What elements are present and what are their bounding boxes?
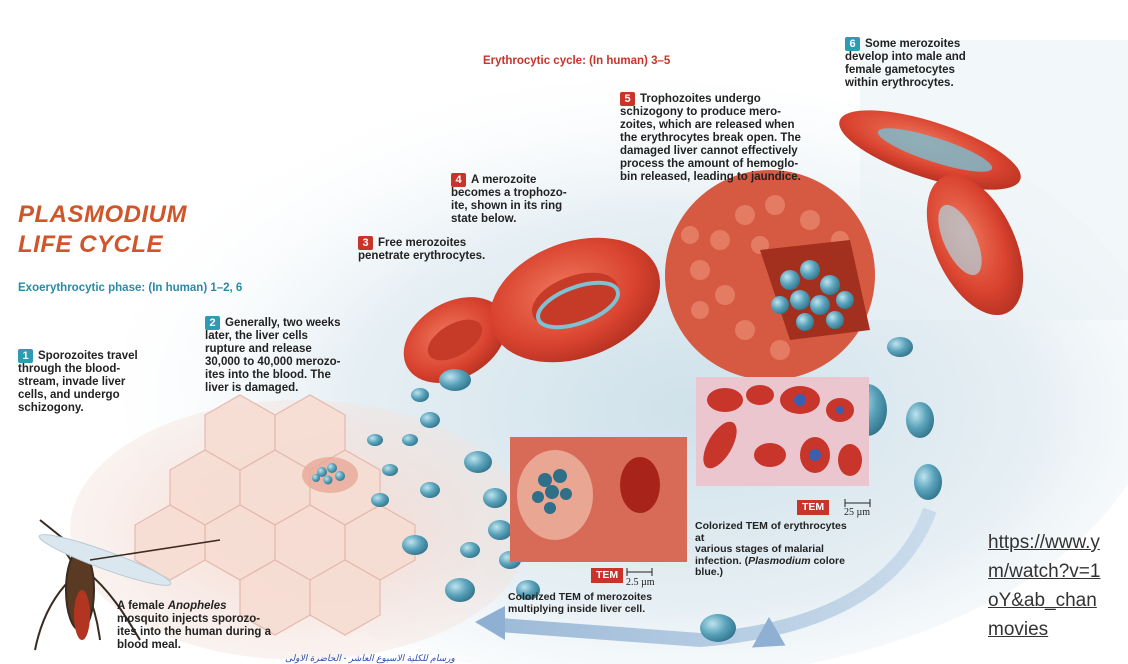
mosquito-illustration bbox=[34, 519, 221, 651]
liver-tem-label: TEM bbox=[591, 568, 628, 583]
scale-bars bbox=[626, 499, 871, 576]
liver-micrograph bbox=[510, 437, 687, 562]
step-1-badge: 1 bbox=[18, 349, 33, 363]
erythrocyte-cells bbox=[403, 110, 1024, 383]
video-link[interactable]: https://www.y m/watch?v=1 oY&ab_chan mov… bbox=[988, 532, 1101, 640]
step-4-badge: 4 bbox=[451, 173, 466, 187]
liver-micrograph-caption: Colorized TEM of merozoites multiplying … bbox=[508, 591, 653, 615]
erythrocyte-tem-label: TEM bbox=[797, 500, 834, 515]
erythrocytic-phase-label: Erythrocytic cycle: (In human) 3–5 bbox=[483, 55, 671, 67]
exoerythrocytic-phase-label: Exoerythrocytic phase: (In human) 1–2, 6 bbox=[18, 282, 243, 294]
liver-tissue bbox=[70, 394, 530, 660]
mosquito-caption: A female Anopheles mosquito injects spor… bbox=[117, 600, 271, 651]
erythrocyte-micrograph bbox=[696, 377, 869, 486]
bottom-note: ورسام للكلية الاسبوع العاشر - الحاضرة ال… bbox=[285, 653, 455, 663]
step-3-badge: 3 bbox=[358, 236, 373, 250]
liver-scale-label: 2.5 µm bbox=[626, 577, 655, 588]
erythrocyte-micrograph-caption: Colorized TEM of erythrocytes at various… bbox=[695, 520, 847, 578]
step-5-badge: 5 bbox=[620, 92, 635, 106]
step-2-badge: 2 bbox=[205, 316, 220, 330]
erythrocyte-scale-label: 25 µm bbox=[844, 507, 871, 518]
erythrocyte-tem-badge: TEM bbox=[797, 500, 830, 515]
liver-tem-badge: TEM bbox=[591, 568, 624, 583]
step-6-badge: 6 bbox=[845, 37, 860, 51]
diagram-title: PLASMODIUM LIFE CYCLE bbox=[18, 201, 187, 258]
